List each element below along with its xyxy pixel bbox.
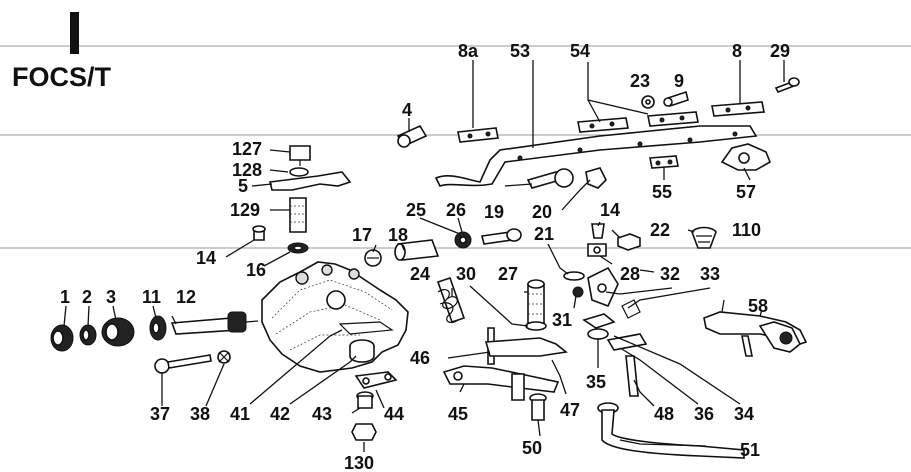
- callout-4: 4: [402, 100, 412, 120]
- callout-28: 28: [620, 264, 640, 284]
- nut-and-screw-25-26: [454, 228, 522, 249]
- callout-38: 38: [190, 404, 210, 424]
- callout-2: 2: [82, 287, 92, 307]
- link-and-screw-43-44-130: [351, 371, 398, 441]
- plates-8a-54-8: [457, 101, 765, 143]
- callout-8: 8: [732, 41, 742, 61]
- lever-51: [597, 402, 745, 459]
- rod-53: [434, 125, 758, 187]
- callout-57: 57: [736, 182, 756, 202]
- callout-43: 43: [312, 404, 332, 424]
- levers-45-46-47: [442, 327, 568, 401]
- callout-19: 19: [484, 202, 504, 222]
- callout-33: 33: [700, 264, 720, 284]
- callout-58: 58: [748, 296, 768, 316]
- callout-22: 22: [650, 220, 670, 240]
- callout-128: 128: [232, 160, 262, 180]
- plate-55-bracket-57: [649, 143, 772, 171]
- callout-37: 37: [150, 404, 170, 424]
- callout-29: 29: [770, 41, 790, 61]
- callout-46: 46: [410, 348, 430, 368]
- callout-36: 36: [694, 404, 714, 424]
- bolt-and-nut-37-38: [154, 350, 231, 374]
- callout-5: 5: [238, 176, 248, 196]
- bushing-42: [349, 339, 375, 363]
- callout-54: 54: [570, 41, 590, 61]
- callout-55: 55: [652, 182, 672, 202]
- callout-1: 1: [60, 287, 70, 307]
- callout-11: 11: [142, 287, 161, 307]
- callout-23: 23: [630, 71, 650, 91]
- callout-14-top: 14: [600, 200, 620, 220]
- callout-20: 20: [532, 202, 552, 222]
- shaft-assembly: [50, 311, 259, 352]
- bushing-4: [396, 124, 428, 148]
- callout-32: 32: [660, 264, 680, 284]
- pin-stack-left: [252, 145, 352, 254]
- callout-labels: 8a 53 54 8 29 23 9 4 127 128 5 129 55 57…: [60, 41, 790, 472]
- small-parts-14-28-22-110: [587, 223, 717, 257]
- callout-34: 34: [734, 404, 754, 424]
- spring-24: [436, 276, 466, 324]
- gear-housing: [261, 261, 409, 373]
- callout-9: 9: [674, 71, 684, 91]
- callout-26: 26: [446, 200, 466, 220]
- callout-25: 25: [406, 200, 426, 220]
- callout-53: 53: [510, 41, 530, 61]
- callout-27: 27: [498, 264, 518, 284]
- callout-127: 127: [232, 139, 262, 159]
- section-separators: [0, 45, 911, 249]
- callout-8a: 8a: [458, 41, 479, 61]
- callout-45: 45: [448, 404, 468, 424]
- callout-47: 47: [560, 400, 580, 420]
- callout-110: 110: [732, 220, 761, 240]
- callout-130: 130: [344, 453, 374, 472]
- callout-21: 21: [534, 224, 554, 244]
- nut-and-sleeve-17-18: [364, 239, 440, 267]
- callout-16: 16: [246, 260, 266, 280]
- leader-lines: [63, 60, 785, 452]
- callout-48: 48: [654, 404, 674, 424]
- callout-24: 24: [410, 264, 430, 284]
- parts-drawings: [50, 77, 808, 459]
- callout-129: 129: [230, 200, 260, 220]
- washer-screw-pin-23-9-29: [641, 77, 800, 109]
- callout-18: 18: [388, 225, 408, 245]
- callout-44: 44: [384, 404, 404, 424]
- screw-50: [529, 393, 547, 421]
- callout-31: 31: [552, 310, 572, 330]
- callout-12: 12: [176, 287, 196, 307]
- callout-35: 35: [586, 372, 606, 392]
- section-mark-bar: [70, 12, 79, 54]
- mechanism-58: [703, 299, 808, 357]
- callout-3: 3: [106, 287, 116, 307]
- callout-41: 41: [230, 404, 250, 424]
- callout-42: 42: [270, 404, 290, 424]
- parts-34-36-48: [582, 313, 648, 397]
- callout-51: 51: [740, 440, 760, 460]
- diagram-title: FOCS/T: [12, 62, 112, 92]
- callout-30: 30: [456, 264, 476, 284]
- callout-50: 50: [522, 438, 542, 458]
- callout-14-left: 14: [196, 248, 216, 268]
- callout-17: 17: [352, 225, 372, 245]
- pin-19-lever-20: [526, 167, 607, 189]
